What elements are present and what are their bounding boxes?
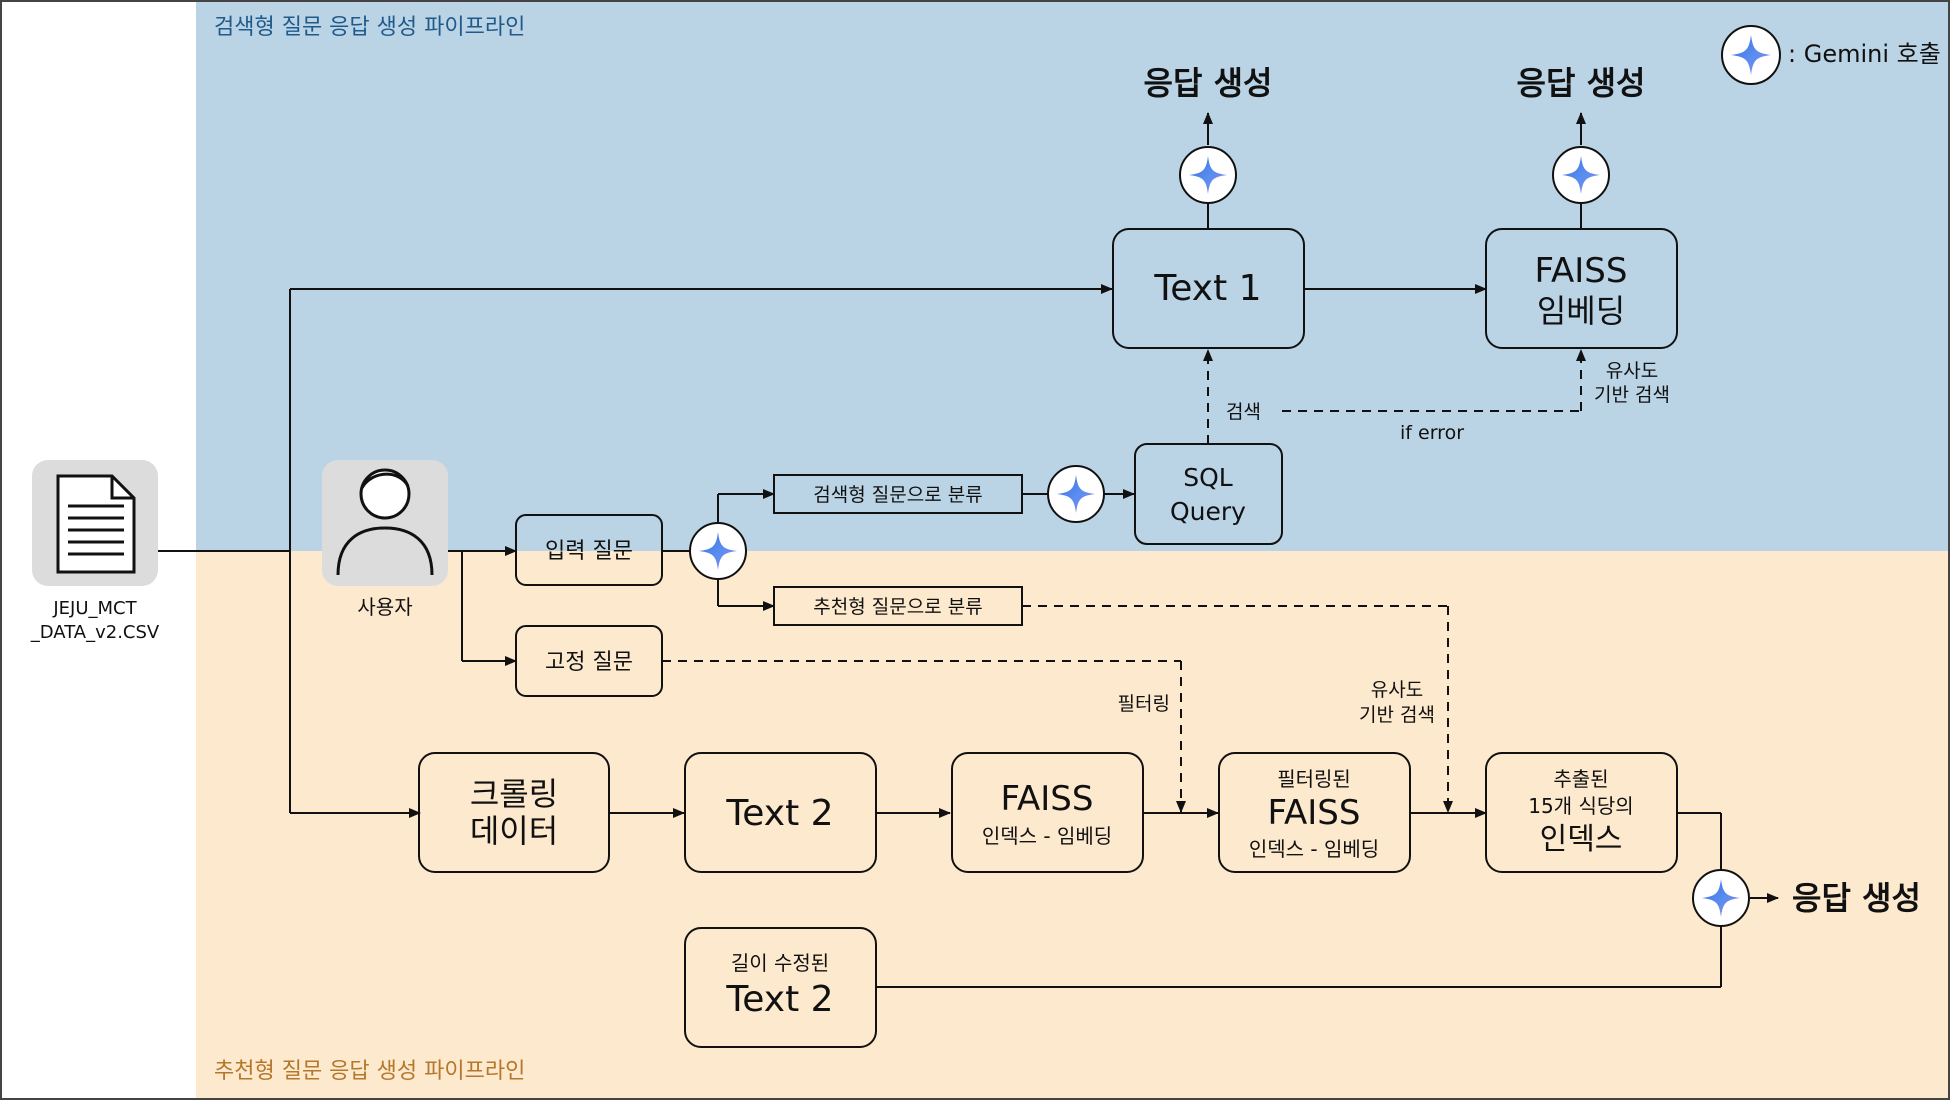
classify-recommend-box xyxy=(773,586,1023,626)
classify-search-label: 검색형 질문으로 분류 xyxy=(813,484,982,506)
crawl-data-box xyxy=(418,752,610,873)
faiss-top-label-1: FAISS xyxy=(1535,251,1628,291)
faiss-top-label-2: 임베딩 xyxy=(1537,292,1625,330)
fixed-question-label: 고정 질문 xyxy=(545,650,633,675)
search-pipeline-region xyxy=(196,2,1948,551)
search-pipeline-title: 검색형 질문 응답 생성 파이프라인 xyxy=(214,15,525,40)
user-tile xyxy=(322,460,448,586)
edge-label-similarity-top-2: 기반 검색 xyxy=(1594,384,1670,406)
gemini-node-text1 xyxy=(1179,146,1237,204)
sql-label-2: Query xyxy=(1170,497,1246,526)
gemini-node-router xyxy=(689,522,747,580)
sql-query-box xyxy=(1134,443,1283,545)
crawl-label-1: 크롤링 xyxy=(470,775,558,813)
fixed-question-box xyxy=(515,625,663,697)
recommend-pipeline-title: 추천형 질문 응답 생성 파이프라인 xyxy=(214,1059,525,1084)
extracted-label-3: 인덱스 xyxy=(1540,822,1623,857)
text2-label: Text 2 xyxy=(725,793,833,834)
edge-label-search: 검색 xyxy=(1226,401,1261,423)
input-question-label: 입력 질문 xyxy=(545,539,633,564)
shortened-label-2: Text 2 xyxy=(725,979,833,1020)
shortened-text2-box xyxy=(684,927,877,1048)
text1-box xyxy=(1112,228,1305,349)
shortened-label-1: 길이 수정된 xyxy=(731,951,829,975)
document-icon xyxy=(56,474,136,574)
gemini-node-faiss xyxy=(1552,146,1610,204)
filtered-label-1: 필터링된 xyxy=(1277,767,1351,791)
extracted-label-2: 15개 식당의 xyxy=(1528,794,1633,818)
gemini-node-sql xyxy=(1047,465,1105,523)
classify-recommend-label: 추천형 질문으로 분류 xyxy=(813,596,982,618)
crawl-label-2: 데이터 xyxy=(470,812,558,850)
filtered-faiss-box xyxy=(1218,752,1411,873)
gemini-node-recommend xyxy=(1692,869,1750,927)
extracted-index-box xyxy=(1485,752,1678,873)
text2-box xyxy=(684,752,877,873)
recommend-pipeline-region xyxy=(196,551,1948,1098)
text1-label: Text 1 xyxy=(1153,268,1261,309)
response-output-faiss: 응답 생성 xyxy=(1517,64,1646,102)
edge-label-similarity-top-1: 유사도 xyxy=(1606,360,1658,382)
faiss-index-label-1: FAISS xyxy=(1001,779,1094,819)
user-icon xyxy=(336,468,434,576)
edge-label-similarity-bottom-1: 유사도 xyxy=(1371,679,1423,701)
extracted-label-1: 추출된 xyxy=(1553,767,1608,791)
sql-label-1: SQL xyxy=(1183,463,1233,492)
solid-connectors xyxy=(158,112,1779,988)
dashed-connectors xyxy=(662,349,1586,813)
edge-label-filtering: 필터링 xyxy=(1118,693,1170,715)
response-output-text1: 응답 생성 xyxy=(1144,64,1273,102)
classify-search-box xyxy=(773,474,1023,514)
filtered-label-2: FAISS xyxy=(1268,793,1361,833)
edge-label-similarity-bottom-2: 기반 검색 xyxy=(1359,704,1435,726)
faiss-index-box xyxy=(951,752,1144,873)
user-label: 사용자 xyxy=(357,595,412,619)
legend-label: : Gemini 호출 xyxy=(1788,40,1941,68)
csv-file-name-2: _DATA_v2.CSV xyxy=(30,622,160,643)
response-output-recommend: 응답 생성 xyxy=(1792,879,1921,917)
faiss-index-label-2: 인덱스 - 임베딩 xyxy=(982,824,1112,848)
faiss-embedding-box xyxy=(1485,228,1678,349)
input-question-box xyxy=(515,514,663,586)
edge-label-if-error: if error xyxy=(1400,422,1464,444)
csv-file-name-1: JEJU_MCT xyxy=(52,598,137,619)
filtered-label-3: 인덱스 - 임베딩 xyxy=(1249,837,1379,861)
